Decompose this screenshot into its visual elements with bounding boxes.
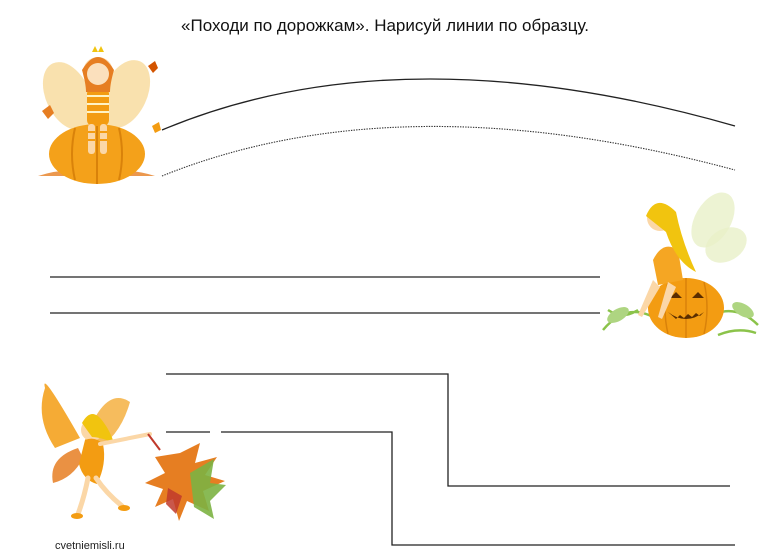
arc-sample-line [161,78,736,131]
site-credit: cvetniemisli.ru [55,540,125,552]
arc-dashed-trace-line[interactable] [161,125,736,177]
fairy-on-pumpkin-icon [38,46,161,184]
flying-fairy-with-leaves-icon [41,383,226,521]
fairy-on-jack-o-lantern-icon [602,192,759,338]
worksheet-title: «Походи по дорожкам». Нарисуй линии по о… [181,16,589,35]
step-trace-line[interactable] [221,431,735,546]
step-sample-line [166,373,730,487]
